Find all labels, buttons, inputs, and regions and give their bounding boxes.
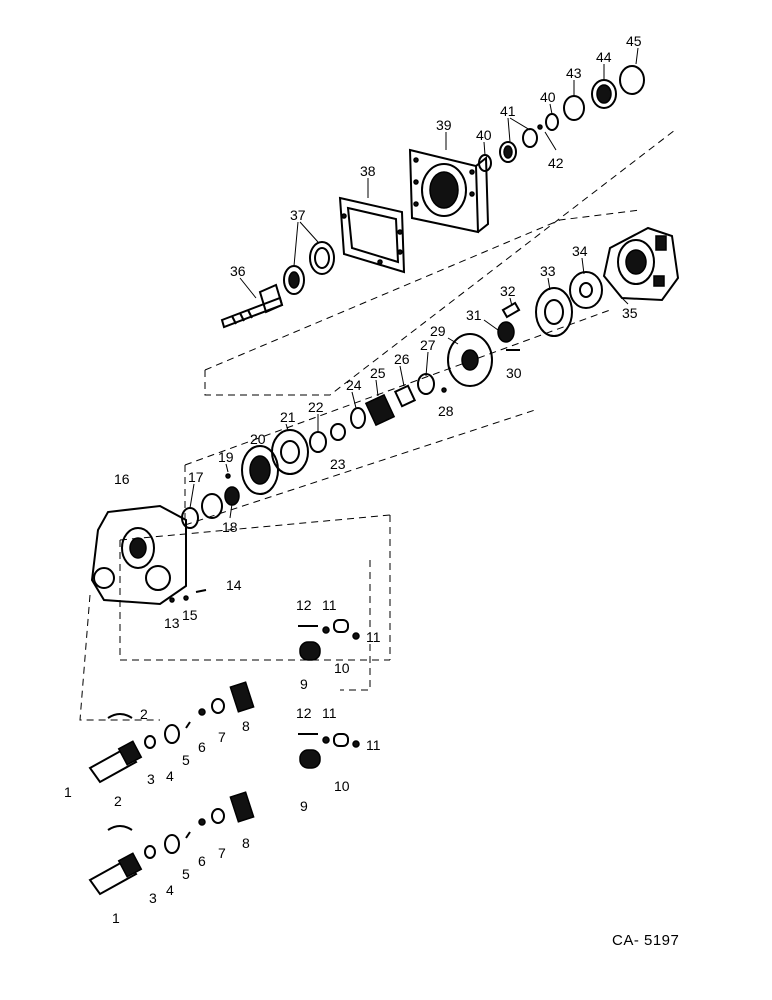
callout-label: 14 bbox=[226, 577, 242, 593]
ring-set-40-44 bbox=[478, 65, 645, 172]
callout-label: 15 bbox=[182, 607, 198, 623]
bearing-37 bbox=[283, 241, 335, 295]
callout-label: 11 bbox=[366, 629, 381, 645]
callout-label: 17 bbox=[188, 469, 204, 485]
callout-label: 23 bbox=[330, 456, 346, 472]
callout-label: 45 bbox=[626, 33, 642, 49]
cover-plate-39 bbox=[408, 148, 490, 234]
callout-label: 22 bbox=[308, 399, 324, 415]
callout-label: 8 bbox=[242, 835, 250, 851]
callout-label: 21 bbox=[280, 409, 296, 425]
callout-label: 25 bbox=[370, 365, 386, 381]
callout-label: 11 bbox=[322, 597, 337, 613]
callout-label: 39 bbox=[436, 117, 452, 133]
valve-group-lower bbox=[298, 733, 360, 769]
callout-label: 33 bbox=[540, 263, 556, 279]
callout-label: 11 bbox=[322, 705, 337, 721]
callout-label: 11 bbox=[366, 737, 381, 753]
callout-label: 34 bbox=[572, 243, 588, 259]
callout-label: 5 bbox=[182, 752, 190, 768]
drawing-code: CA- 5197 bbox=[612, 932, 680, 949]
leader-lines bbox=[189, 47, 639, 519]
shaft-36 bbox=[220, 283, 284, 329]
callout-label: 9 bbox=[300, 798, 308, 814]
callout-label: 24 bbox=[346, 377, 362, 393]
callout-label: 10 bbox=[334, 778, 350, 794]
discs-33-34 bbox=[535, 271, 603, 337]
main-housing-16 bbox=[90, 504, 207, 606]
callout-label: 28 bbox=[438, 403, 454, 419]
callout-label: 40 bbox=[540, 89, 556, 105]
callout-label: 42 bbox=[548, 155, 564, 171]
parts-24-27 bbox=[350, 373, 435, 429]
callout-label: 7 bbox=[218, 729, 226, 745]
callout-label: 43 bbox=[566, 65, 582, 81]
callout-label: 1 bbox=[64, 784, 72, 800]
callout-label: 20 bbox=[250, 431, 266, 447]
callout-label: 31 bbox=[466, 307, 482, 323]
callout-label: 37 bbox=[290, 207, 306, 223]
callout-label: 9 bbox=[300, 676, 308, 692]
callout-label: 7 bbox=[218, 845, 226, 861]
callout-label: 13 bbox=[164, 615, 180, 631]
spool-group-lower bbox=[88, 791, 255, 896]
callout-label: 3 bbox=[147, 771, 155, 787]
gasket-38 bbox=[338, 196, 406, 274]
callout-label: 6 bbox=[198, 853, 206, 869]
callout-label: 10 bbox=[334, 660, 350, 676]
callout-label: 40 bbox=[476, 127, 492, 143]
callout-label: 19 bbox=[218, 449, 234, 465]
callout-label: 36 bbox=[230, 263, 246, 279]
callout-label: 32 bbox=[500, 283, 516, 299]
valve-group-upper bbox=[298, 619, 360, 661]
callout-label: 12 bbox=[296, 597, 312, 613]
callout-labels: 1 1 2 2 3 3 4 4 5 5 6 6 7 7 8 8 9 9 10 1… bbox=[64, 33, 642, 926]
housing-35 bbox=[602, 226, 680, 302]
spool-group-upper bbox=[88, 681, 255, 784]
callout-label: 1 bbox=[112, 910, 120, 926]
callout-label: 41 bbox=[500, 103, 516, 119]
callout-label: 27 bbox=[420, 337, 436, 353]
callout-label: 38 bbox=[360, 163, 376, 179]
callout-label: 12 bbox=[296, 705, 312, 721]
callout-label: 18 bbox=[222, 519, 238, 535]
callout-label: 3 bbox=[149, 890, 157, 906]
callout-label: 4 bbox=[166, 882, 174, 898]
callout-label: 6 bbox=[198, 739, 206, 755]
parts-28-32 bbox=[441, 301, 521, 393]
callout-label: 5 bbox=[182, 866, 190, 882]
callout-label: 4 bbox=[166, 768, 174, 784]
callout-label: 2 bbox=[114, 793, 122, 809]
callout-label: 26 bbox=[394, 351, 410, 367]
callout-label: 8 bbox=[242, 718, 250, 734]
callout-label: 35 bbox=[622, 305, 638, 321]
callout-label: 44 bbox=[596, 49, 612, 65]
callout-label: 29 bbox=[430, 323, 446, 339]
callout-label: 2 bbox=[140, 706, 148, 722]
callout-label: 30 bbox=[506, 365, 522, 381]
callout-label: 16 bbox=[114, 471, 130, 487]
